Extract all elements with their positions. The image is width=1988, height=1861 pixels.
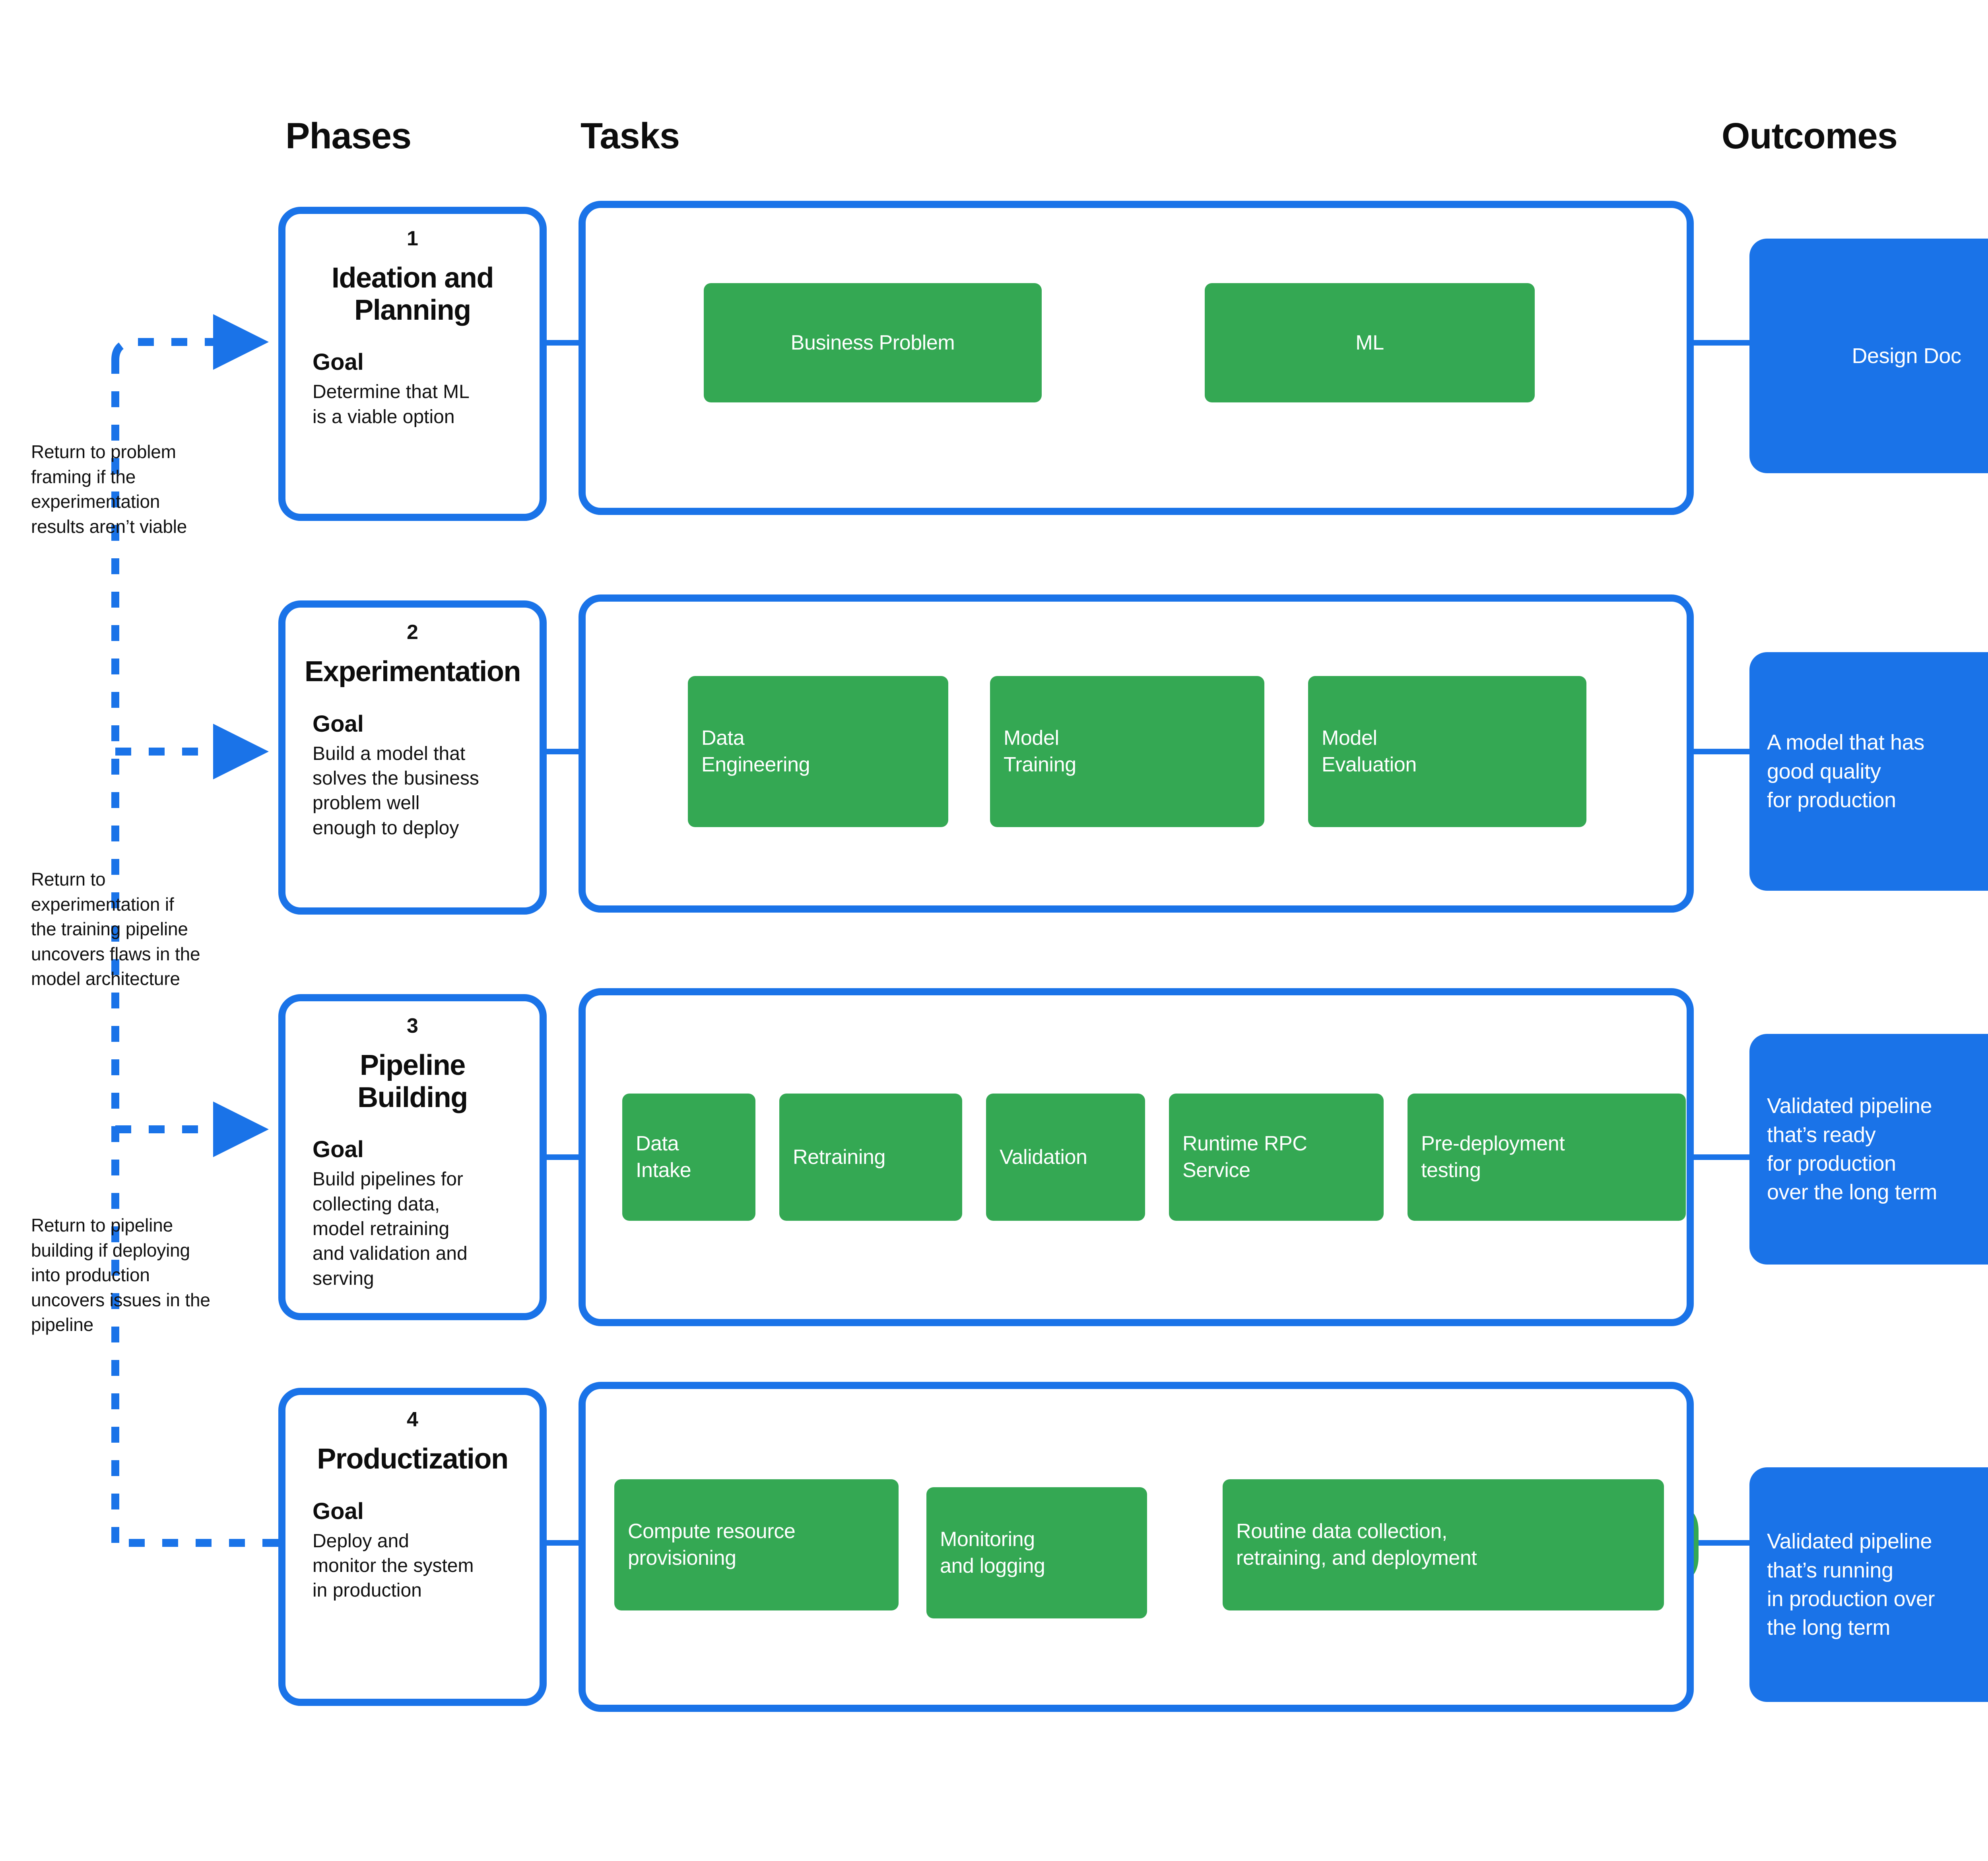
phase-title: Ideation and Planning [331, 262, 494, 326]
phase-title: Productization [317, 1443, 509, 1475]
phase-number: 4 [407, 1408, 418, 1431]
goal-block: Goal Build pipelines for collecting data… [304, 1136, 521, 1291]
outcome-box[interactable]: Validated pipeline that’s running in pro… [1749, 1467, 1988, 1702]
task-box[interactable]: Data Intake [622, 1094, 755, 1221]
column-header-phases: Phases [285, 116, 412, 156]
phase-card-4[interactable]: 4 Productization Goal Deploy and monitor… [278, 1388, 547, 1706]
task-box[interactable]: Compute resource provisioning [614, 1479, 899, 1610]
goal-label: Goal [313, 349, 364, 375]
phase-card-1[interactable]: 1 Ideation and Planning Goal Determine t… [278, 207, 547, 521]
task-box[interactable]: Pre-deployment testing [1408, 1094, 1686, 1221]
task-box[interactable]: Model Evaluation [1308, 676, 1586, 827]
goal-text: Build a model that solves the business p… [313, 743, 479, 839]
outcome-box[interactable]: A model that has good quality for produc… [1749, 652, 1988, 891]
goal-text: Deploy and monitor the system in product… [313, 1530, 474, 1601]
task-box[interactable]: Model Training [990, 676, 1264, 827]
goal-text: Build pipelines for collecting data, mod… [313, 1169, 468, 1289]
outcome-box[interactable]: Validated pipeline that’s ready for prod… [1749, 1034, 1988, 1265]
task-box[interactable]: Validation [986, 1094, 1145, 1221]
phase-number: 1 [407, 227, 418, 250]
phase-card-2[interactable]: 2 Experimentation Goal Build a model tha… [278, 600, 547, 915]
task-box[interactable]: Retraining [779, 1094, 962, 1221]
feedback-note-pipeline-building: Return to pipeline building if deploying… [31, 1215, 210, 1335]
goal-text: Determine that ML is a viable option [313, 381, 470, 427]
task-box[interactable]: Data Engineering [688, 676, 948, 827]
column-header-outcomes: Outcomes [1722, 116, 1898, 156]
goal-label: Goal [313, 1498, 364, 1524]
phase-title: Experimentation [304, 656, 521, 688]
phase-number: 3 [407, 1014, 418, 1037]
phase-card-3[interactable]: 3 Pipeline Building Goal Build pipelines… [278, 994, 547, 1320]
task-box[interactable]: Business Problem [704, 283, 1042, 402]
task-box[interactable]: Routine data collection, retraining, and… [1223, 1479, 1664, 1610]
goal-block: Goal Determine that ML is a viable optio… [304, 349, 521, 429]
task-box[interactable]: ML [1205, 283, 1535, 402]
goal-label: Goal [313, 711, 364, 737]
task-box[interactable]: Runtime RPC Service [1169, 1094, 1384, 1221]
feedback-note-experimentation: Return to experimentation if the trainin… [31, 869, 200, 989]
goal-block: Goal Deploy and monitor the system in pr… [304, 1498, 521, 1603]
phase-number: 2 [407, 621, 418, 644]
phase-to-task-connectors [547, 340, 579, 1546]
task-to-outcome-connectors [1694, 340, 1749, 1546]
goal-block: Goal Build a model that solves the busin… [304, 711, 521, 841]
feedback-note-problem-framing: Return to problem framing if the experim… [31, 441, 187, 537]
goal-label: Goal [313, 1136, 364, 1163]
outcome-box[interactable]: Design Doc [1749, 239, 1988, 473]
column-header-tasks: Tasks [580, 116, 680, 156]
task-box[interactable]: Monitoring and logging [926, 1487, 1147, 1618]
phase-title: Pipeline Building [357, 1049, 468, 1113]
